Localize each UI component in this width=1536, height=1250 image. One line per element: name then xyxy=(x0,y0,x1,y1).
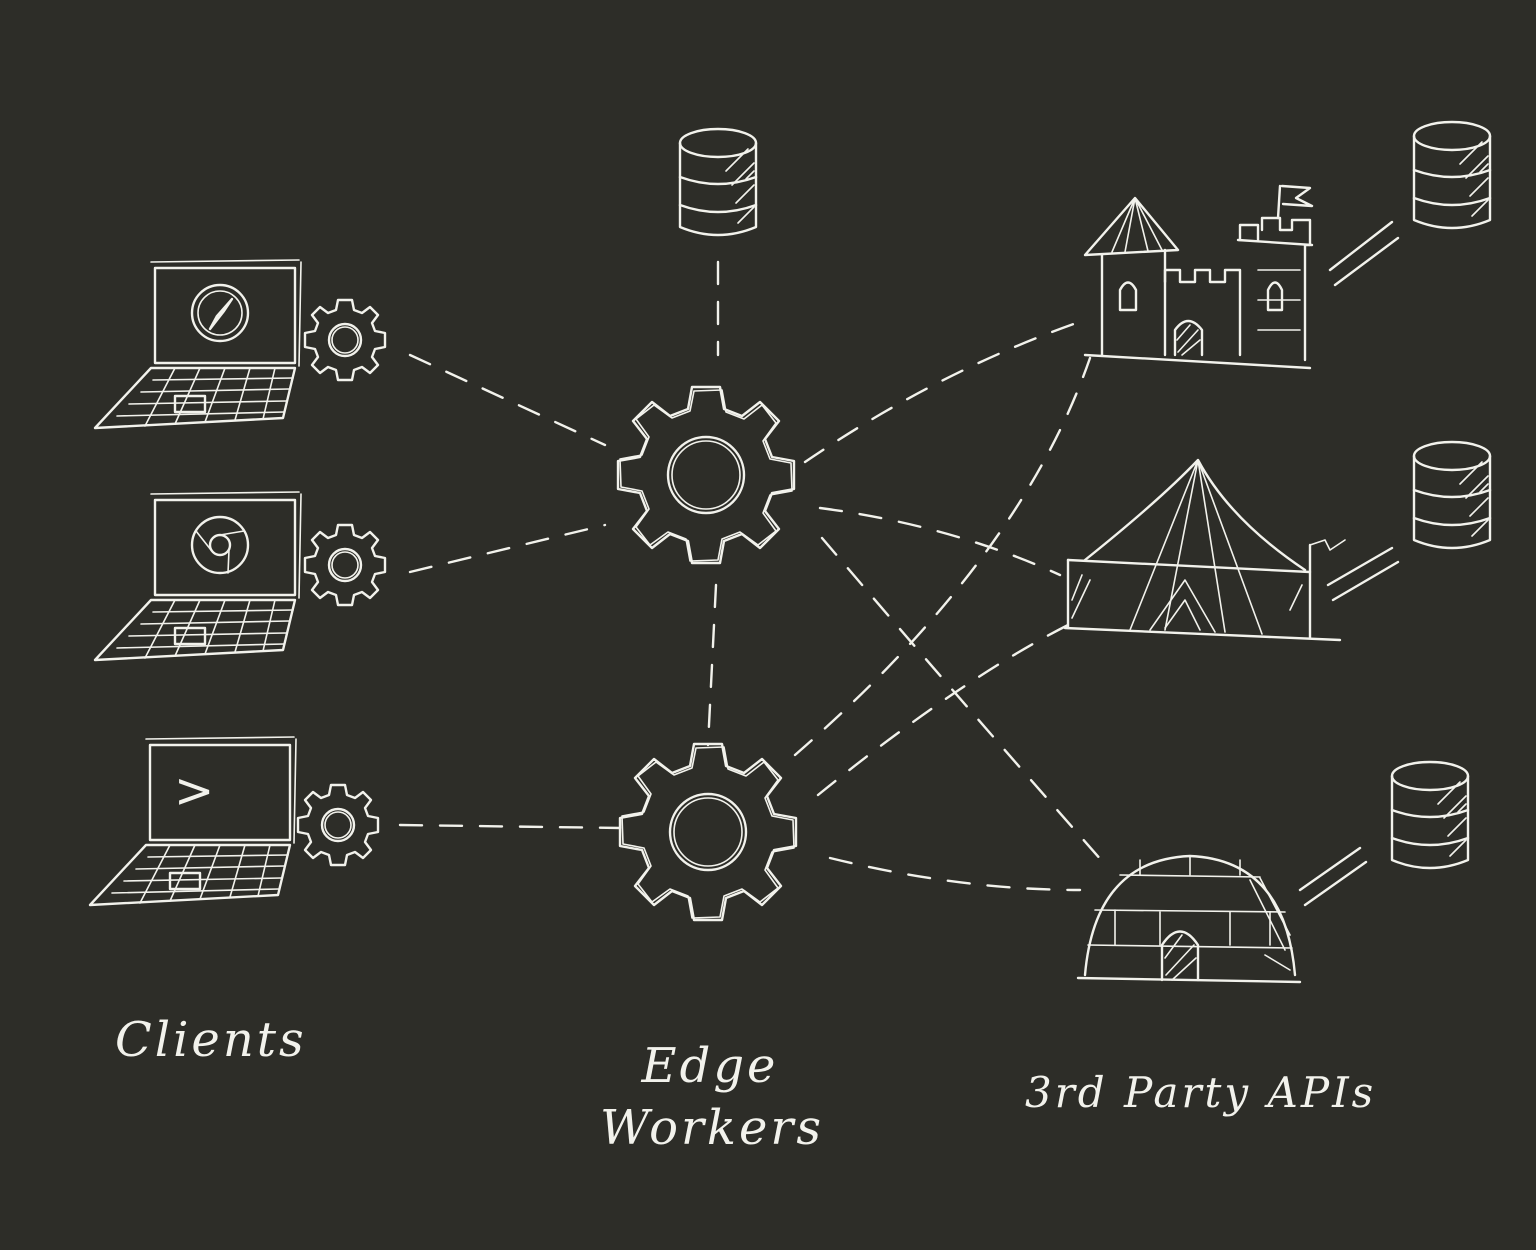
terminal-prompt-text: > xyxy=(174,763,214,819)
igloo-db-link xyxy=(1298,846,1368,907)
connections xyxy=(398,260,1112,892)
edge-workers-label-line2: Workers xyxy=(600,1100,824,1156)
castle-icon xyxy=(1083,184,1314,370)
circus-tent-icon xyxy=(1063,458,1346,642)
edge-worker-gear-2 xyxy=(618,742,798,922)
client-laptop-terminal: > xyxy=(88,735,298,907)
connection-client2-edge1 xyxy=(408,523,607,574)
igloo-icon xyxy=(1076,854,1302,984)
tent-database-icon xyxy=(1412,440,1492,550)
edge-workers-label-line1: Edge xyxy=(641,1038,779,1094)
connection-edge2-tent xyxy=(816,623,1070,797)
client-laptop-browser-2 xyxy=(93,490,303,662)
client-laptop-browser-1 xyxy=(93,258,303,430)
terminal-prompt-icon: > xyxy=(174,763,214,819)
compass-icon xyxy=(190,283,250,343)
client-gear-1 xyxy=(303,298,387,382)
tent-db-link xyxy=(1326,546,1400,602)
chrome-icon xyxy=(190,515,250,575)
client-gear-2 xyxy=(303,523,387,607)
connection-client3-edge2 xyxy=(398,823,622,830)
connection-edge1-tent xyxy=(818,506,1062,577)
edge-database-icon xyxy=(678,127,758,237)
connection-edge1-edge2 xyxy=(706,583,718,747)
castle-database-icon xyxy=(1412,120,1492,230)
connection-edge1-igloo xyxy=(820,536,1112,872)
edge-worker-gear-1 xyxy=(616,385,796,565)
clients-label: Clients xyxy=(115,1012,307,1068)
connection-edge2-igloo xyxy=(828,856,1082,892)
third-party-apis-label: 3rd Party APIs xyxy=(1025,1068,1377,1117)
edge-workers-label: Edge Workers xyxy=(600,1035,824,1159)
connection-client1-edge1 xyxy=(408,353,607,447)
connection-edge2-castle xyxy=(793,356,1092,757)
connection-edge1-castle xyxy=(803,318,1087,464)
castle-db-link xyxy=(1328,220,1400,287)
igloo-database-icon xyxy=(1390,760,1470,870)
client-gear-3 xyxy=(296,783,380,867)
